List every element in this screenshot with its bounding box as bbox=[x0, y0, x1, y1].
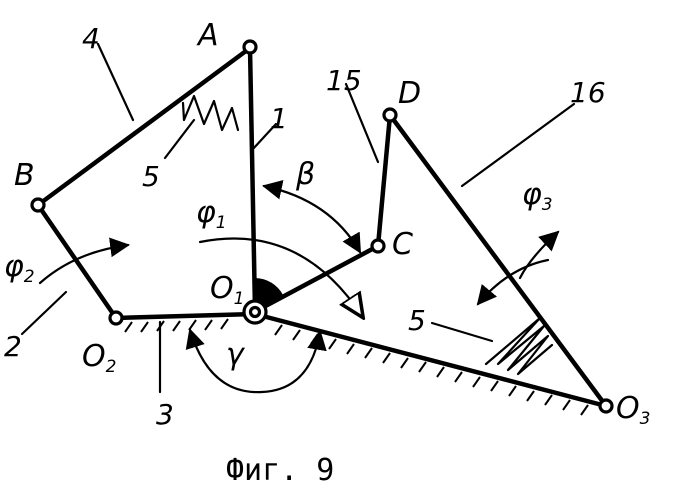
angle-beta-arc bbox=[264, 186, 360, 252]
label-part-4: 4 bbox=[82, 22, 100, 55]
pin-b bbox=[32, 199, 44, 211]
label-phi2: φ2 bbox=[4, 249, 35, 287]
spring-lower bbox=[486, 318, 552, 374]
label-b: B bbox=[14, 158, 35, 193]
angle-phi3-arrow-up bbox=[520, 232, 558, 278]
label-o2: O2 bbox=[82, 339, 116, 377]
pin-o3 bbox=[600, 400, 612, 412]
pin-o1-inner bbox=[251, 308, 260, 317]
pin-c bbox=[372, 240, 384, 252]
label-part-5-upper: 5 bbox=[142, 160, 160, 193]
label-beta: β bbox=[295, 157, 315, 192]
label-part-2: 2 bbox=[4, 330, 22, 363]
label-phi3: φ3 bbox=[522, 177, 553, 215]
label-part-1: 1 bbox=[270, 102, 288, 135]
angle-gamma-arc bbox=[190, 330, 320, 392]
link-15-c-d bbox=[378, 115, 390, 246]
label-gamma: γ bbox=[226, 337, 246, 372]
label-o1: O1 bbox=[210, 271, 244, 309]
pin-a bbox=[244, 41, 256, 53]
links bbox=[38, 48, 606, 406]
label-part-3: 3 bbox=[156, 398, 174, 431]
figure-caption: Фиг. 9 bbox=[226, 453, 334, 488]
label-phi1: φ1 bbox=[196, 195, 227, 233]
label-part-5-lower: 5 bbox=[408, 304, 426, 337]
label-part-16: 16 bbox=[570, 76, 606, 109]
link-1-a-o1 bbox=[250, 48, 255, 310]
pin-o2 bbox=[110, 312, 122, 324]
label-a: A bbox=[196, 18, 219, 53]
label-o3: O3 bbox=[616, 391, 650, 429]
label-part-15: 15 bbox=[326, 64, 362, 97]
label-c: C bbox=[392, 227, 413, 262]
angle-phi2-arc bbox=[40, 245, 128, 283]
pin-d bbox=[384, 109, 396, 121]
link-o1-c bbox=[258, 246, 378, 310]
label-d: D bbox=[398, 76, 421, 111]
link-2-o2-b bbox=[38, 205, 116, 318]
